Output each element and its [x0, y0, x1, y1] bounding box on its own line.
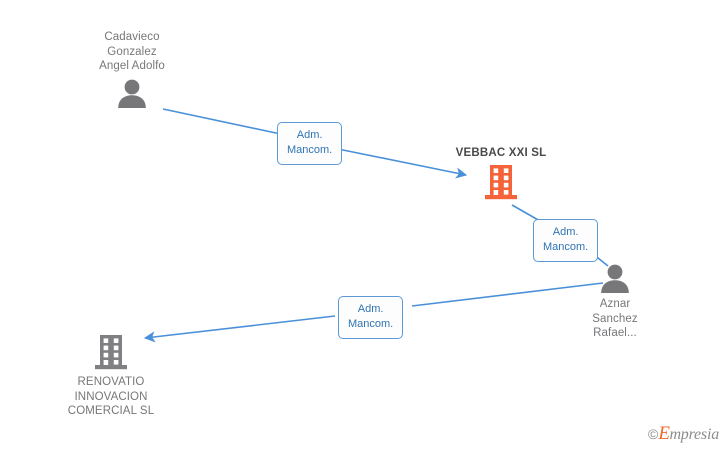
node-company-vebbac[interactable]: VEBBAC XXI SL — [426, 143, 576, 200]
edge-label-cadavieco-to-vebbac[interactable]: Adm. Mancom. — [277, 122, 343, 165]
node-person-aznar[interactable]: Aznar Sanchez Rafael... — [540, 263, 690, 345]
edge-cadavieco-to-vebbac-arrow — [332, 147, 468, 179]
node-company-renovatio[interactable]: RENOVATIO INNOVACION COMERCIAL SL — [36, 334, 186, 419]
edge-label-vebbac-to-aznar[interactable]: Adm. Mancom. — [533, 219, 599, 262]
empresia-watermark: ©Empresia — [648, 423, 719, 444]
edge-vebbac-to-aznar — [511, 204, 541, 222]
edge-aznar-to-renovatio — [411, 282, 604, 307]
node-label-renovatio: RENOVATIO INNOVACION COMERCIAL SL — [67, 376, 155, 417]
building-icon — [485, 164, 517, 199]
edge-cadavieco-to-vebbac — [162, 108, 291, 137]
copyright-icon: © — [648, 426, 659, 442]
person-icon — [118, 79, 146, 108]
brand-initial: E — [658, 423, 670, 444]
node-label-cadavieco: Cadavieco Gonzalez Angel Adolfo — [99, 31, 165, 72]
edge-aznar-to-renovatio-arrow — [143, 315, 336, 343]
person-icon — [601, 264, 629, 293]
node-label-vebbac: VEBBAC XXI SL — [455, 147, 547, 159]
building-icon — [95, 335, 127, 370]
brand-name: mpresia — [669, 426, 719, 443]
node-person-cadavieco[interactable]: Cadavieco Gonzalez Angel Adolfo — [57, 30, 207, 108]
edge-label-aznar-to-renovatio[interactable]: Adm. Mancom. — [338, 296, 404, 339]
node-label-aznar: Aznar Sanchez Rafael... — [592, 298, 638, 339]
